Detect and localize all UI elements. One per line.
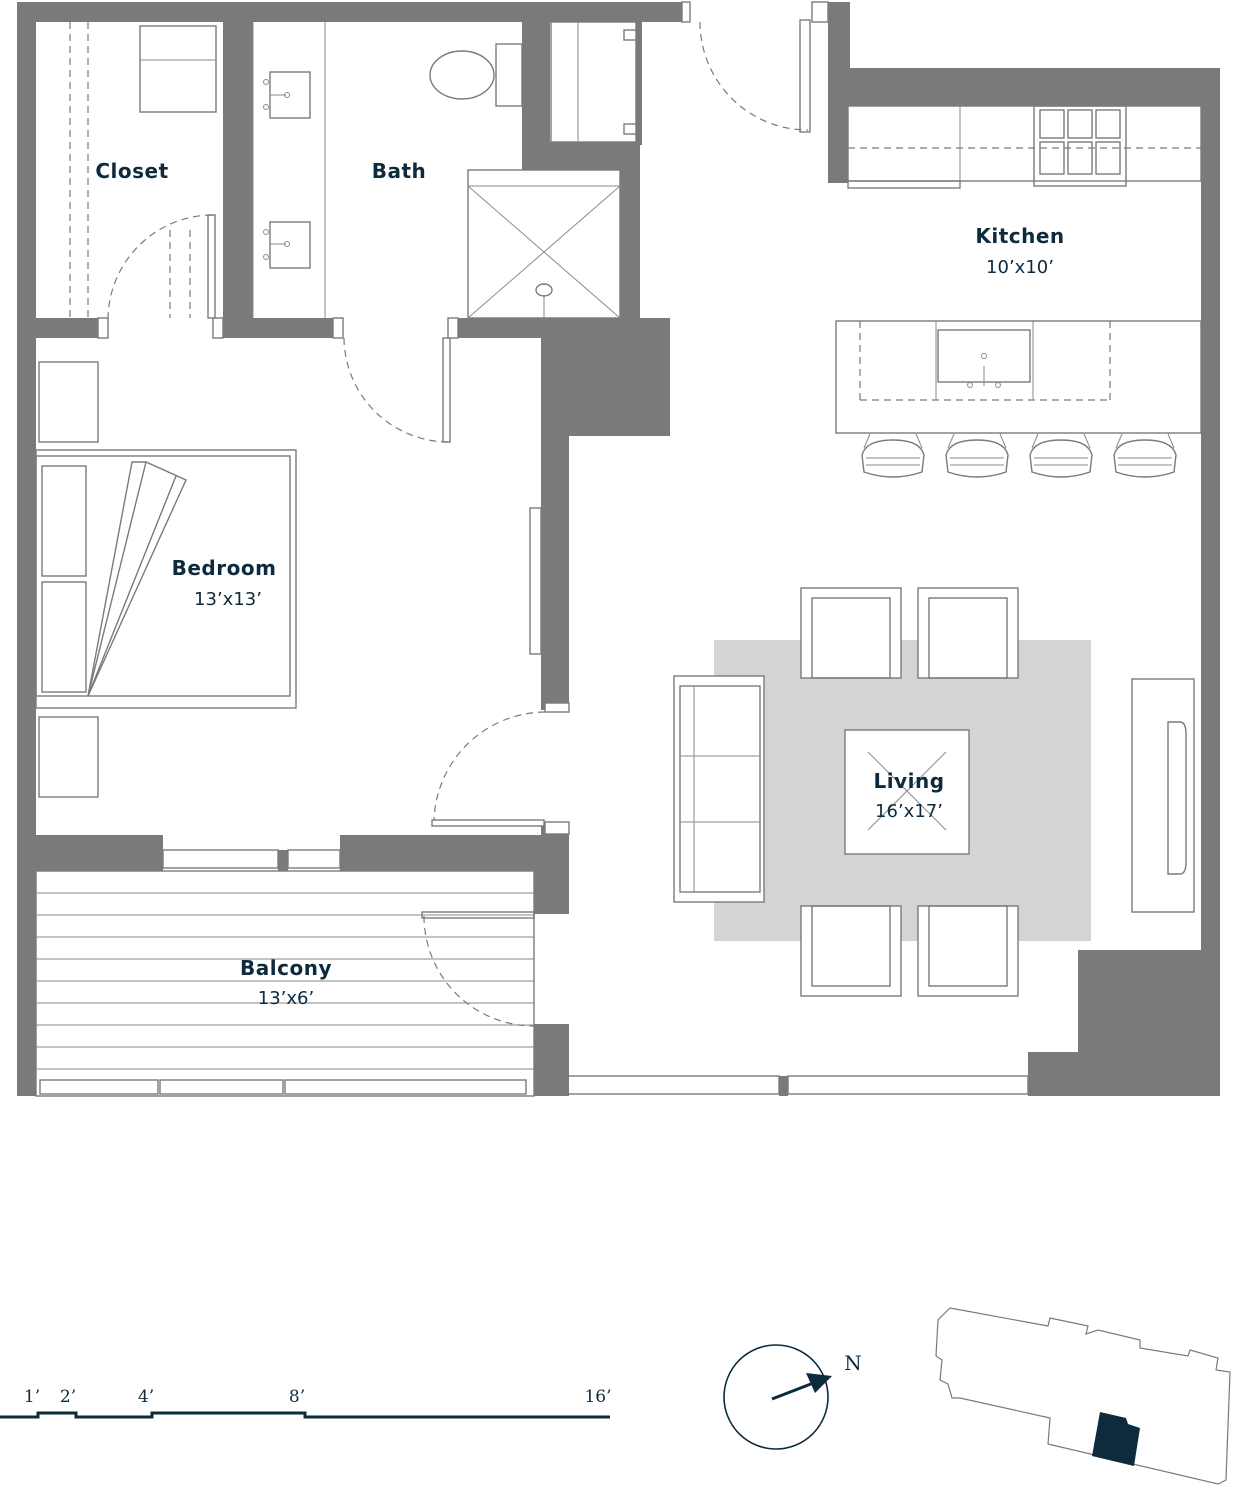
bedroom-window [162,849,341,869]
closet-label: Closet [95,159,168,183]
bath-label: Bath [372,159,427,183]
north-compass: N [723,1344,862,1450]
scale-label-16: 16’ [584,1387,611,1407]
living-label: Living [873,769,944,793]
scale-label-1: 1’ [24,1387,40,1407]
north-label: N [844,1351,862,1375]
bath-fixtures [252,22,621,443]
walls [17,2,1220,1096]
scale-bar: 1’ 2’ 4’ 8’ 16’ [0,1387,612,1419]
bath-door-jamb-right [447,317,459,339]
balcony-dimensions: 13’x6’ [258,988,314,1009]
balcony-decking [35,870,535,1097]
bedroom-label: Bedroom [172,556,277,580]
living-fixtures [673,587,1195,997]
bedroom-fixtures [35,361,546,827]
bedroom-door-jamb-bottom [544,821,570,835]
kitchen-label: Kitchen [975,224,1064,248]
unit-location-marker [1092,1412,1140,1466]
closet-fixtures [69,22,217,321]
living-dimensions: 16’x17’ [875,801,943,822]
bedroom-door-jamb-top [544,702,570,713]
kitchen-fixtures [835,105,1202,434]
north-arrow-icon [806,1373,832,1393]
living-window [549,1075,1029,1095]
closet-door-jamb-left [97,317,109,339]
closet-door-jamb-right [212,317,224,339]
bath-door-jamb-left [332,317,344,339]
scale-label-4: 4’ [138,1387,154,1407]
building-key-plan [935,1307,1231,1485]
kitchen-dimensions: 10’x10’ [986,257,1054,278]
bar-stools [861,433,1177,478]
scale-label-8: 8’ [289,1387,305,1407]
bedroom-dimensions: 13’x13’ [194,589,262,610]
scale-label-2: 2’ [60,1387,76,1407]
entry-fixtures [550,1,829,143]
balcony-label: Balcony [240,956,332,980]
